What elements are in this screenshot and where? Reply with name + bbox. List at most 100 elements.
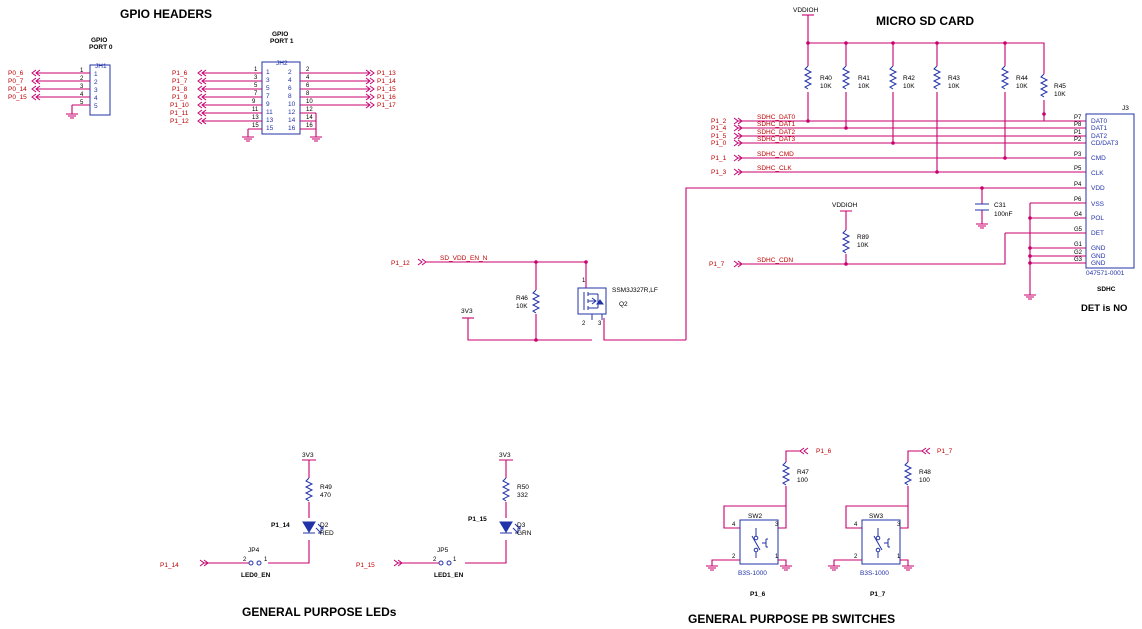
switch-sw2-circuit: P1_6 R47 100 SW2 4 3 2 1 B3S-1000 P1_6 (706, 447, 832, 598)
svg-text:P3: P3 (1074, 152, 1082, 158)
net-label: P1_3 (711, 169, 727, 176)
jh2-pin-num: 7 (254, 91, 258, 97)
port-arrow-icon (199, 559, 209, 567)
switch-caption: P1_6 (750, 591, 766, 598)
svg-text:P5: P5 (1074, 166, 1082, 172)
jumper-pin-num: 1 (264, 557, 268, 563)
jh1-pin-num: 4 (80, 92, 84, 98)
port-arrow-icon (393, 559, 403, 567)
q2-pin-num: 3 (598, 321, 602, 327)
svg-text:CLK: CLK (1091, 170, 1104, 177)
net-label: P1_14 (160, 562, 179, 569)
svg-text:P7: P7 (1074, 115, 1082, 121)
net-label: P1_12 (170, 118, 189, 125)
signal-label: SDHC_CDN (757, 257, 793, 264)
jumper-ref: JP4 (248, 547, 260, 554)
resistor-value: 10K (1054, 91, 1066, 98)
jumper-name: LED1_EN (434, 572, 464, 579)
resistor-value: 10K (948, 83, 960, 90)
net-label: P1_13 (377, 70, 396, 77)
switch-pin-num: 1 (775, 554, 779, 560)
resistor-ref: R45 (1054, 83, 1066, 90)
resistor-value: 10K (516, 303, 528, 310)
port-arrow-icon (733, 260, 743, 268)
net-label: P0_6 (8, 70, 24, 77)
jh2-pin-num: 11 (252, 107, 259, 113)
resistor-icon (841, 65, 851, 90)
net-label: P0_14 (8, 86, 27, 93)
det-note: DET is NO (1081, 303, 1127, 314)
port-arrow-icon (31, 69, 41, 101)
svg-text:DAT0: DAT0 (1091, 118, 1108, 125)
jh2-pin-num: 6 (306, 83, 310, 89)
sw2-wires (723, 450, 800, 529)
resistor-value: 10K (903, 83, 915, 90)
svg-text:VDD: VDD (1091, 185, 1105, 192)
jh1-pin-num: 5 (80, 100, 84, 106)
svg-text:GND: GND (1091, 260, 1106, 267)
resistor-icon (1039, 73, 1049, 98)
svg-text:P4: P4 (1074, 182, 1082, 188)
switch-pin-num: 2 (732, 554, 736, 560)
resistor-icon (781, 461, 791, 486)
net-label: P1_17 (377, 102, 396, 109)
net-label: P1_15 (356, 562, 375, 569)
switch-pin-num: 3 (775, 522, 779, 528)
supply-3v3-label: 3V3 (302, 452, 314, 459)
connector-part: 047571-0001 (1086, 270, 1125, 277)
net-label: P0_7 (8, 78, 24, 85)
net-label: P1_4 (711, 125, 727, 132)
jh2-body (261, 61, 301, 135)
resistor-ref: R46 (516, 295, 528, 302)
resistor-ref: R41 (858, 75, 870, 82)
switch-pin-num: 3 (897, 522, 901, 528)
resistor-ref: R89 (857, 234, 869, 241)
jh2-pin-label: 7 (266, 93, 270, 100)
net-label: P0_15 (8, 94, 27, 101)
svg-text:POL: POL (1091, 215, 1104, 222)
jh2-pin-num: 8 (306, 91, 310, 97)
jh2-pin-num: 5 (254, 83, 258, 89)
vddioh-rail (807, 15, 1045, 60)
led0-wires (268, 459, 316, 564)
led-0-circuit: 3V3 R49 470 P1_14 D2 RED JP4 2 1 LED0_EN… (160, 452, 334, 579)
ground-icon (66, 113, 78, 119)
resistor-ref: R50 (517, 484, 529, 491)
net-label: P1_1 (711, 155, 727, 162)
svg-text:GND: GND (1091, 245, 1106, 252)
resistor-value: 100 (919, 477, 930, 484)
connector-ref: J3 (1122, 105, 1129, 112)
vddioh-label: VDDIOH (793, 7, 819, 14)
resistor-ref: R47 (797, 469, 809, 476)
r89-wires (840, 210, 852, 264)
jh2-pin-num: 3 (254, 75, 258, 81)
jh2-pin-label: 16 (288, 125, 296, 132)
sdhc-signal-wires (738, 120, 1086, 173)
svg-text:CD/DAT3: CD/DAT3 (1091, 140, 1119, 147)
switch-sw3-circuit: P1_7 R48 100 SW3 4 3 2 1 B3S-1000 P1_7 (828, 447, 953, 598)
jh2-pin-label: 6 (288, 85, 292, 92)
signal-label: SDHC_DAT2 (757, 129, 796, 136)
port-arrow-icon (417, 258, 427, 266)
pullup-wires (807, 43, 1045, 172)
resistor-value: 332 (517, 492, 528, 499)
jh2-pin-num: 1 (254, 67, 258, 73)
net-label: P1_15 (377, 86, 396, 93)
junction-dots (534, 41, 1046, 342)
jh1-pin-label: 1 (94, 71, 98, 78)
svg-text:G4: G4 (1074, 212, 1083, 218)
ground-icon (976, 223, 988, 229)
jumper-ref: JP5 (437, 547, 449, 554)
resistor-icon (888, 65, 898, 90)
jh2-ref: JH2 (276, 60, 288, 67)
vddioh-label: VDDIOH (832, 202, 858, 209)
capacitor-ref: C31 (994, 202, 1006, 209)
q2-part: SSM3J327R,LF (612, 287, 658, 294)
jh2-pin-label: 12 (288, 109, 296, 116)
jh1-body (89, 64, 111, 116)
capacitor-icon (975, 203, 989, 211)
jh1-wires (36, 72, 90, 114)
resistor-icon (1000, 65, 1010, 90)
signal-label: SDHC_DAT1 (757, 121, 796, 128)
sw3-ground-wires (833, 559, 909, 566)
